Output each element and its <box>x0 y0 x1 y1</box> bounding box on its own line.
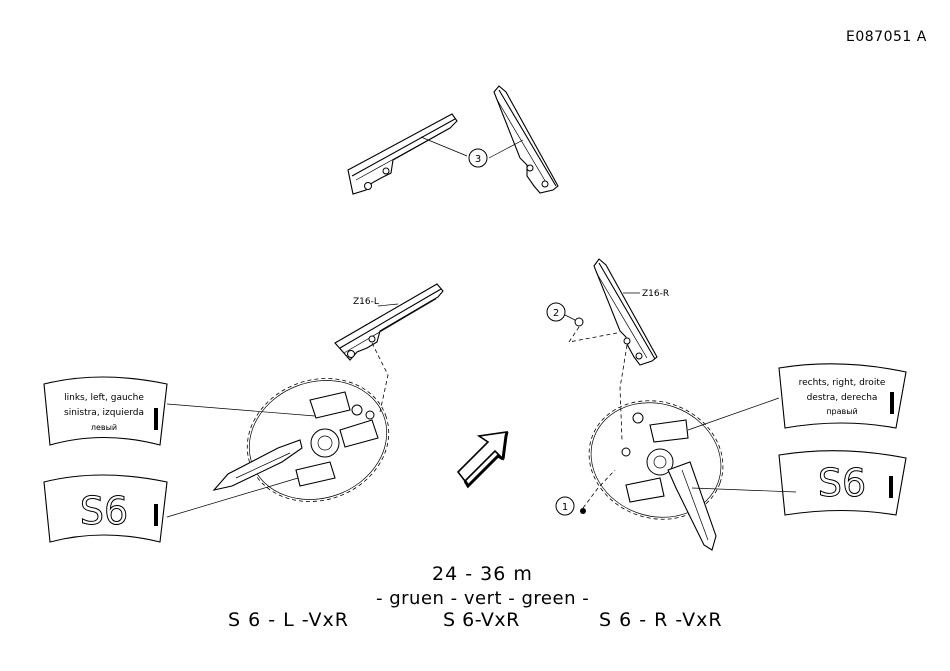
decal-right-line-3: правый <box>826 407 857 416</box>
callout-2-label: 2 <box>553 308 559 319</box>
rail-right-part-3 <box>494 86 558 193</box>
rail-z16-l-label: Z16-L <box>353 297 379 307</box>
decal-right-line-1: rechts, right, droite <box>799 378 886 388</box>
color-label: - gruen - vert - green - <box>376 588 589 609</box>
spreader-disc-left <box>214 359 406 521</box>
decal-left-line-2: sinistra, izquierda <box>64 408 144 418</box>
spreader-disc-right <box>572 382 739 550</box>
decal-left-side-text: links, left, gauche sinistra, izquierda … <box>44 377 315 445</box>
callout-part-3: 3 <box>469 149 487 167</box>
callout-3-label: 3 <box>475 154 481 165</box>
decal-right-s6: S6 <box>692 451 906 515</box>
decal-left-line-3: левый <box>91 423 117 432</box>
decal-right-side-text: rechts, right, droite destra, derecha пр… <box>688 364 906 430</box>
rail-z16-r-label: Z16-R <box>642 289 669 299</box>
callout-1-label: 1 <box>562 502 568 513</box>
variant-middle-label: S 6-VxR <box>443 609 520 631</box>
variant-right-label: S 6 - R -VxR <box>599 609 723 631</box>
rail-z16-r: Z16-R <box>594 259 669 440</box>
decal-right-line-2: destra, derecha <box>807 393 878 403</box>
decal-left-s6-label: S6 <box>80 489 128 533</box>
rail-left-part-3 <box>348 114 457 194</box>
decal-right-s6-label: S6 <box>818 461 866 505</box>
variant-left-label: S 6 - L -VxR <box>228 609 349 631</box>
rail-pair-part-3 <box>348 86 558 194</box>
drawing-id: E087051 A <box>846 29 927 45</box>
rail-z16-l: Z16-L <box>335 284 443 412</box>
decal-left-line-1: links, left, gauche <box>64 393 144 403</box>
arrow-up-right-icon <box>458 432 507 486</box>
working-width-range: 24 - 36 m <box>432 563 533 585</box>
callout-part-2: 2 <box>547 303 617 342</box>
decal-left-s6: S6 <box>44 475 298 542</box>
